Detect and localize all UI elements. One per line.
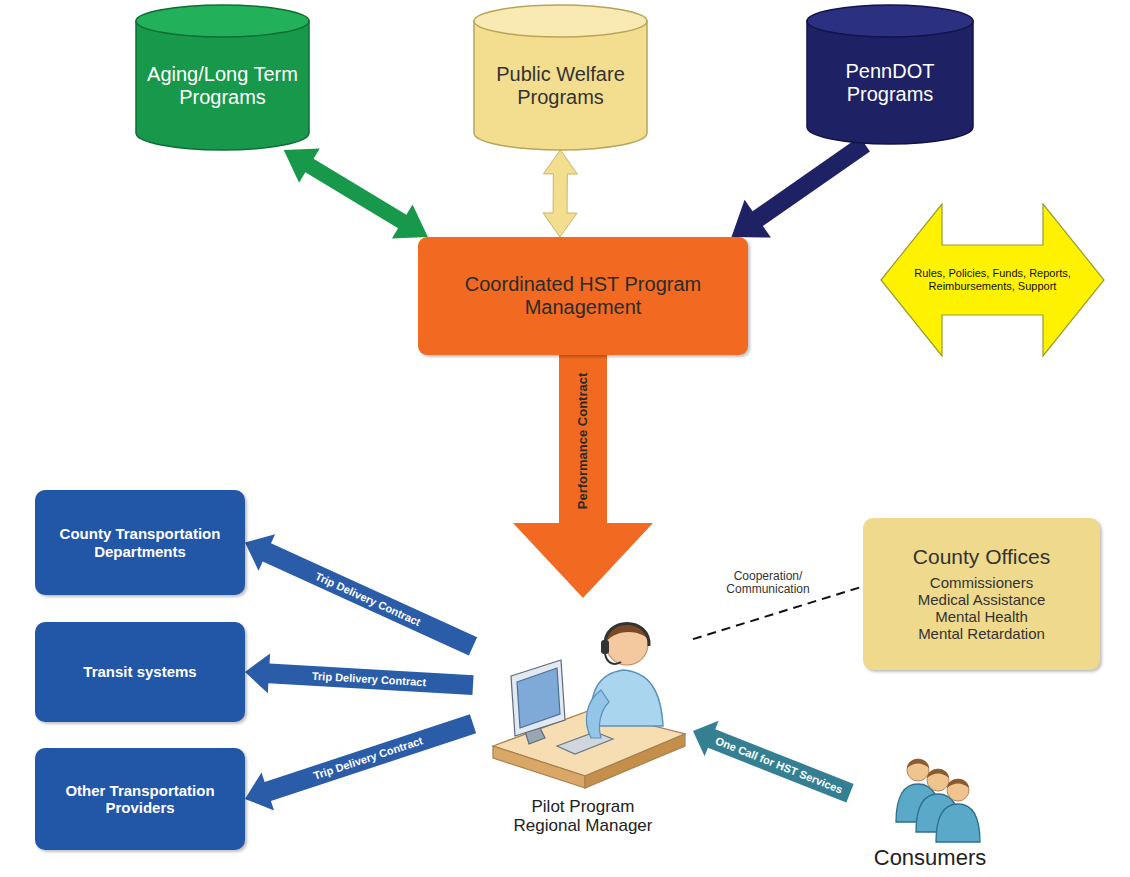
node-label: Pilot Program Regional Manager xyxy=(503,797,663,836)
manager-icon xyxy=(473,598,693,793)
county-offices-box: County OfficesCommissionersMedical Assis… xyxy=(863,518,1100,670)
block-arrow xyxy=(245,714,476,810)
node-label: Public Welfare Programs xyxy=(481,63,640,109)
node-label: PennDOT Programs xyxy=(814,60,966,106)
monitor-screen xyxy=(517,668,560,728)
program-cylinder: PennDOT Programs xyxy=(806,4,974,144)
management-box: Coordinated HST Program Management xyxy=(418,237,748,355)
connector-label: Trip Delivery Contract xyxy=(312,735,424,782)
program-cylinder: Aging/Long Term Programs xyxy=(135,4,310,150)
node-item: Mental Retardation xyxy=(918,625,1045,642)
block-arrow xyxy=(245,534,477,655)
cylinder-top xyxy=(136,5,309,37)
person-head xyxy=(947,779,969,801)
connector-label: Performance Contract xyxy=(576,373,590,510)
connector-label: One Call for HST Services xyxy=(714,735,845,796)
node-label: Rules, Policies, Funds, Reports, Reimbur… xyxy=(913,267,1073,292)
cylinder-top xyxy=(474,5,647,37)
provider-box: County Transportation Departments xyxy=(35,490,245,595)
node-label: Transit systems xyxy=(83,663,196,680)
node-label: County Transportation Departments xyxy=(45,525,235,560)
node-label: Aging/Long Term Programs xyxy=(143,63,302,109)
person-hair xyxy=(947,779,969,788)
connector-label: Cooperation/ Communication xyxy=(723,570,813,596)
node-label: Consumers xyxy=(874,845,986,870)
double-arrow-outline xyxy=(881,204,1104,356)
node-label: Other Transportation Providers xyxy=(45,782,235,817)
cylinder-body xyxy=(807,21,973,144)
program-cylinder: Public Welfare Programs xyxy=(473,4,648,150)
consumers-icon xyxy=(850,752,1010,840)
provider-box: Transit systems xyxy=(35,622,245,722)
monitor xyxy=(511,660,565,736)
block-arrow xyxy=(732,137,870,238)
person-arm xyxy=(586,690,609,738)
cylinder-top xyxy=(807,5,973,37)
double-arrow-note: Rules, Policies, Funds, Reports, Reimbur… xyxy=(880,203,1105,357)
person-hair xyxy=(606,623,649,642)
cylinder-body xyxy=(136,21,309,150)
block-arrow xyxy=(284,148,428,238)
node-item: Medical Assistance xyxy=(918,591,1046,608)
headset-band xyxy=(605,624,649,647)
cylinder-body xyxy=(474,21,647,150)
provider-box: Other Transportation Providers xyxy=(35,748,245,850)
block-arrow xyxy=(245,653,474,695)
headset-mic xyxy=(605,654,621,664)
connector-label: Trip Delivery Contract xyxy=(314,569,423,627)
node-label: County Offices xyxy=(913,545,1050,569)
consumers-figure: Consumers xyxy=(850,752,1010,870)
node-item: Commissioners xyxy=(930,574,1033,591)
person-hair xyxy=(927,769,949,778)
person-body xyxy=(936,804,980,842)
headset-ear xyxy=(601,640,609,654)
block-arrow xyxy=(513,355,653,598)
person-hair xyxy=(907,759,929,768)
person-head xyxy=(907,759,929,781)
keyboard xyxy=(557,732,613,754)
node-item: Mental Health xyxy=(935,608,1028,625)
regional-manager: Pilot Program Regional Manager xyxy=(473,598,693,840)
node-label: Coordinated HST Program Management xyxy=(428,273,738,319)
block-arrow xyxy=(693,721,854,803)
person-head xyxy=(927,769,949,791)
block-arrow xyxy=(543,150,577,237)
